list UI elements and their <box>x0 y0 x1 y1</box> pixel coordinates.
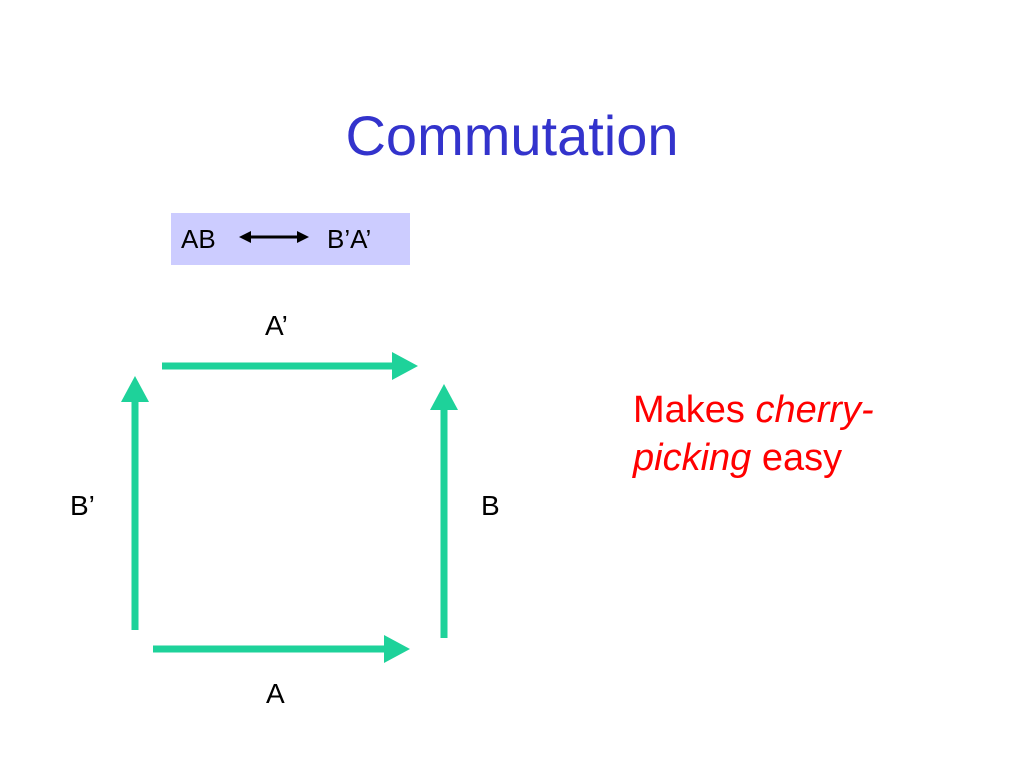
label-b-prime: B’ <box>70 490 95 521</box>
label-a-prime: A’ <box>265 310 288 341</box>
cherry-picking-note: Makes cherry-picking easy <box>633 386 963 482</box>
double-arrow-icon <box>239 231 309 243</box>
equation-box: AB B’A’ <box>171 213 410 265</box>
note-text-start: Makes <box>633 389 756 431</box>
arrow-right <box>430 384 458 638</box>
arrow-top <box>162 352 418 380</box>
arrow-bottom <box>153 635 410 663</box>
slide-title: Commutation <box>345 104 679 167</box>
equation-right: B’A’ <box>327 224 372 254</box>
equation-left: AB <box>181 224 216 254</box>
label-b: B <box>481 490 500 521</box>
note-text-end: easy <box>751 437 843 479</box>
arrow-left <box>121 376 149 630</box>
label-a: A <box>266 678 285 709</box>
note-emphasis: cherry-picking <box>633 389 874 479</box>
